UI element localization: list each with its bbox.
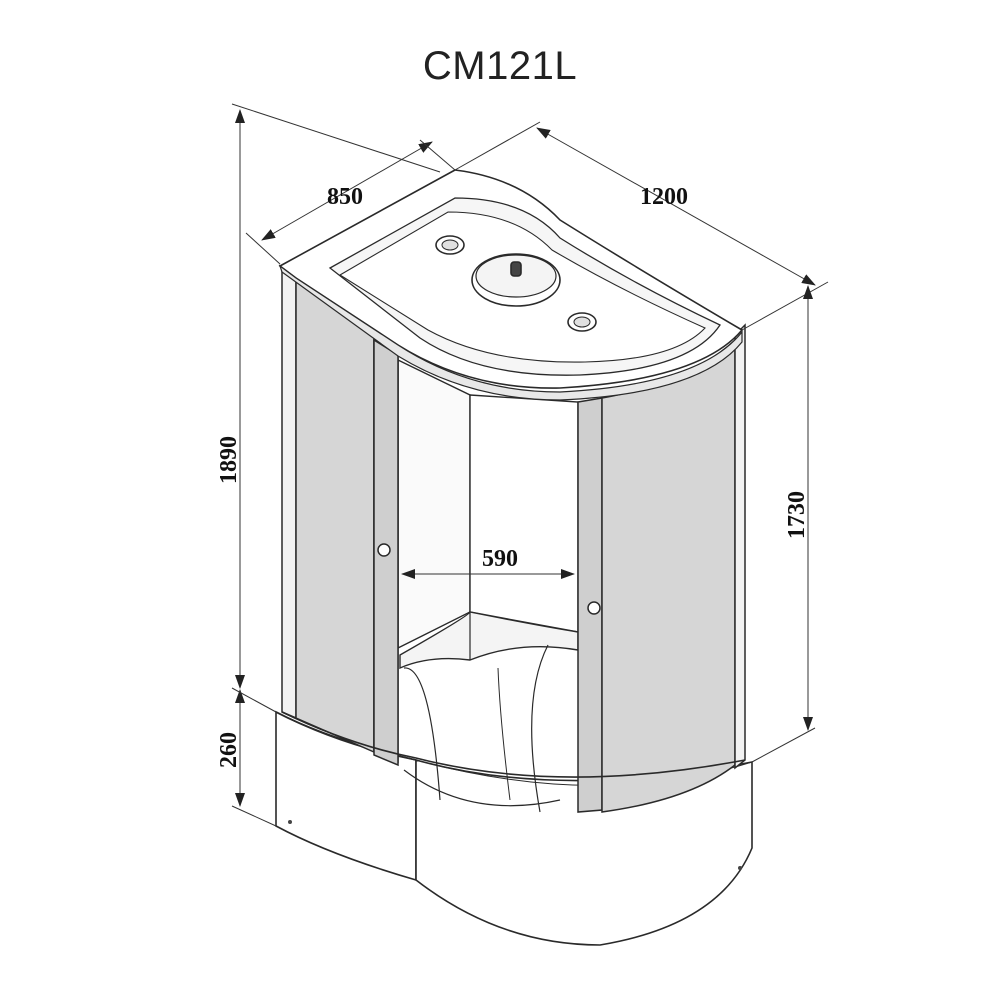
dim-label-cabin-height: 1730 — [784, 491, 810, 539]
shower-tray — [275, 710, 753, 946]
model-title: CM121L — [422, 44, 578, 88]
cabin-interior — [397, 358, 579, 813]
dim-label-entrance-width: 590 — [482, 546, 518, 572]
bottom-rail — [281, 711, 746, 778]
sliding-door-right — [577, 397, 603, 813]
door-handle-right[interactable] — [587, 601, 601, 615]
dim-label-total-height: 1890 — [216, 436, 242, 484]
door-handle-left[interactable] — [377, 543, 391, 557]
roof-vent-left — [435, 235, 465, 255]
right-glass-panel — [601, 323, 746, 813]
dim-label-length: 1200 — [640, 184, 688, 210]
dim-label-width: 850 — [327, 184, 363, 210]
sliding-door-left — [373, 338, 399, 767]
tray-screw-left — [288, 820, 292, 824]
dimension-lines — [231, 103, 829, 827]
tray-screw-right — [738, 866, 742, 870]
dim-label-tray-height: 260 — [216, 732, 242, 768]
rain-shower-head — [471, 253, 561, 307]
roof-vent-right — [567, 312, 597, 332]
